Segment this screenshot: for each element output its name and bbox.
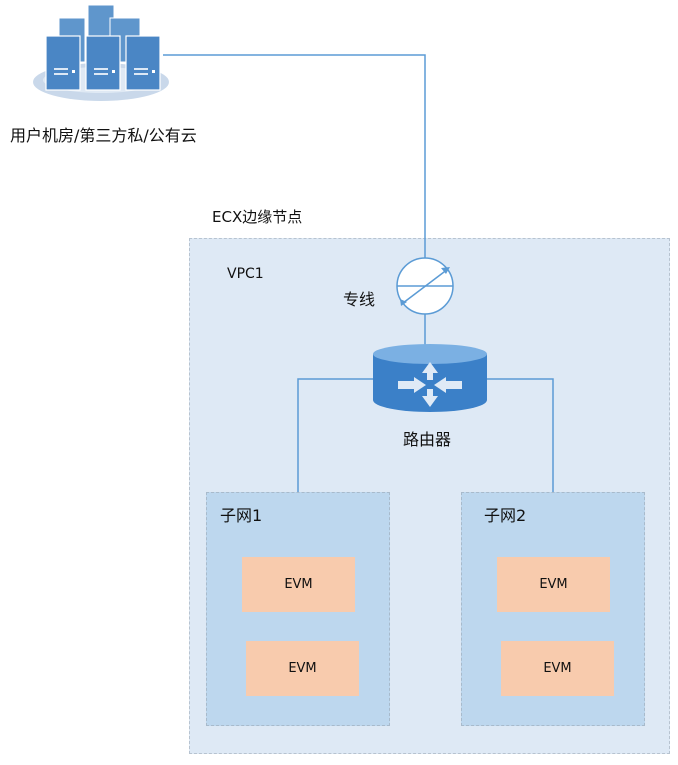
router-label: 路由器 xyxy=(403,430,452,449)
evm-node[interactable]: EVM xyxy=(246,641,359,696)
evm-node[interactable]: EVM xyxy=(242,557,355,612)
edge-node-label: ECX边缘节点 xyxy=(212,208,303,226)
router-icon xyxy=(373,344,487,412)
router-to-subnet2-line xyxy=(487,378,554,492)
user-site-label: 用户机房/第三方私/公有云 xyxy=(10,126,197,145)
vpc-label: VPC1 xyxy=(227,266,264,282)
subnet-1-label: 子网1 xyxy=(220,506,263,525)
user-to-dedicated-line xyxy=(163,54,426,258)
subnet-2-label: 子网2 xyxy=(484,506,527,525)
dedicated-line-label: 专线 xyxy=(343,290,376,309)
evm-node[interactable]: EVM xyxy=(497,557,610,612)
evm-node[interactable]: EVM xyxy=(501,641,614,696)
line-converter-icon xyxy=(396,257,454,315)
router-to-subnet1-line xyxy=(297,378,373,492)
server-cluster-icon xyxy=(33,4,169,101)
